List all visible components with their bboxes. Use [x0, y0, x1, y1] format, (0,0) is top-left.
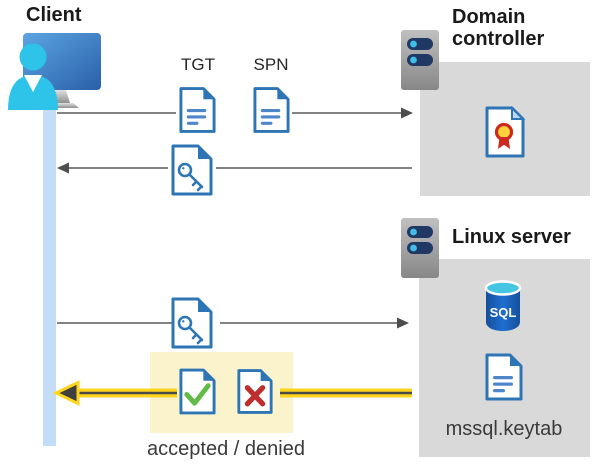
- spn-document-icon: [253, 87, 290, 133]
- sql-text: SQL: [490, 305, 517, 320]
- arrowhead-left-icon: [52, 380, 80, 406]
- check-icon: [184, 383, 211, 406]
- sql-database-icon: SQL: [484, 280, 522, 331]
- ticket-return-arrow: [57, 162, 412, 174]
- tgt-label: TGT: [181, 55, 215, 74]
- arrowhead-right-icon: [397, 317, 409, 329]
- key-document-icon: [171, 297, 213, 349]
- server-icon: [401, 218, 439, 278]
- person-icon: [8, 43, 58, 110]
- client-lifeline: [43, 96, 56, 446]
- domain-controller-label: Domain controller: [452, 6, 545, 51]
- arrowhead-right-icon: [401, 107, 413, 119]
- request-arrow: [57, 107, 413, 119]
- keytab-document-icon: [485, 353, 523, 401]
- arrowhead-left-icon: [57, 162, 69, 174]
- client-label: Client: [26, 4, 82, 26]
- denied-document-icon: [237, 369, 273, 414]
- x-icon: [244, 385, 266, 407]
- server-icon: [401, 30, 439, 90]
- monitor-icon: [23, 33, 101, 90]
- key-document-icon: [171, 144, 213, 196]
- tgt-document-icon: [179, 87, 216, 133]
- spn-label: SPN: [253, 55, 289, 74]
- ticket-present-arrow: [57, 317, 409, 329]
- client-workstation-icon: [8, 33, 101, 110]
- result-label: accepted / denied: [147, 438, 305, 460]
- keytab-filename-label: mssql.keytab: [445, 418, 563, 440]
- certificate-icon: [485, 106, 526, 158]
- linux-server-label: Linux server: [452, 226, 571, 248]
- accepted-document-icon: [179, 368, 216, 415]
